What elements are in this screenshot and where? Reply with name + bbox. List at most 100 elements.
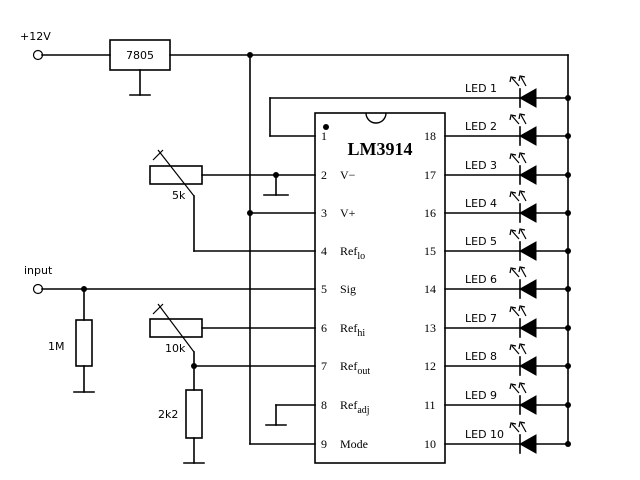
led-label: LED 4 <box>465 197 497 210</box>
input-label: input <box>24 264 53 277</box>
pin-number-16: 16 <box>424 206 436 220</box>
led-ray <box>520 422 527 433</box>
pin-number-13: 13 <box>424 321 436 335</box>
led-ray <box>520 191 527 202</box>
led-diode-symbol <box>518 203 537 223</box>
led-diode-symbol <box>518 241 537 261</box>
led-ray <box>520 229 527 240</box>
led-ray-arrow <box>509 153 517 160</box>
led-2: LED 2 <box>444 113 571 146</box>
led-label: LED 5 <box>465 235 497 248</box>
pot-5k-body <box>149 165 203 185</box>
led-7: LED 7 <box>444 305 571 338</box>
pin-number-9: 9 <box>321 437 327 451</box>
pot-10k-wiper-arrow <box>157 303 195 353</box>
pin-label-8: Refadj <box>340 398 370 416</box>
led-ray-arrow <box>518 190 526 197</box>
pin-number-18: 18 <box>424 129 436 143</box>
led-label: LED 6 <box>465 273 497 286</box>
pin-number-11: 11 <box>424 398 436 412</box>
led-8: LED 8 <box>444 343 571 376</box>
supply-terminal <box>32 49 44 61</box>
led-ray <box>520 114 527 125</box>
pin-number-1: 1 <box>321 129 327 143</box>
led-ray <box>520 383 527 394</box>
led-ray <box>520 267 527 278</box>
led-ray-arrow <box>509 191 517 198</box>
junction-dot <box>565 363 571 369</box>
led-ray <box>511 423 520 433</box>
led-diode-symbol <box>518 395 537 415</box>
pin-number-10: 10 <box>424 437 436 451</box>
led-label: LED 2 <box>465 120 497 133</box>
led-ray <box>520 306 527 317</box>
junction-dot <box>565 441 571 447</box>
junction-dot <box>565 286 571 292</box>
pin-number-5: 5 <box>321 282 327 296</box>
resistor-2k2 <box>185 389 203 439</box>
pin-label-3: V+ <box>340 206 356 220</box>
led-label: LED 10 <box>465 428 504 441</box>
led-ray-arrow <box>518 266 526 273</box>
led-ray-arrow <box>509 267 517 274</box>
led-label: LED 7 <box>465 312 497 325</box>
junction-dot <box>565 172 571 178</box>
pin-number-4: 4 <box>321 244 327 258</box>
pin-number-2: 2 <box>321 168 327 182</box>
led-ray-arrow <box>518 305 526 312</box>
pin-number-8: 8 <box>321 398 327 412</box>
led-ray-arrow <box>509 114 517 121</box>
led-diode-symbol <box>518 165 537 185</box>
led-5: LED 5 <box>444 228 571 261</box>
led-1: LED 1 <box>465 75 571 108</box>
led-ray <box>511 154 520 164</box>
pin-number-12: 12 <box>424 359 436 373</box>
pin-label-5: Sig <box>340 282 356 296</box>
pot-10k-label: 10k <box>165 342 186 355</box>
resistor-1m <box>75 319 93 367</box>
led-diode-symbol <box>518 88 537 108</box>
pin-label-7: Refout <box>340 359 370 377</box>
led-diode-symbol <box>518 434 537 454</box>
ic-body <box>314 112 446 464</box>
led-ray <box>520 153 527 164</box>
led-ray <box>511 384 520 394</box>
led-label: LED 8 <box>465 350 497 363</box>
pot-5k-label: 5k <box>172 189 186 202</box>
led-ray-arrow <box>509 422 517 429</box>
pin-number-15: 15 <box>424 244 436 258</box>
led-ray-arrow <box>518 421 526 428</box>
pin-number-7: 7 <box>321 359 327 373</box>
led-ray-arrow <box>509 229 517 236</box>
led-4: LED 4 <box>444 190 571 223</box>
pot-5k-wiper-arrow <box>157 149 195 197</box>
junction-dot <box>565 325 571 331</box>
led-label: LED 3 <box>465 159 497 172</box>
led-ray-arrow <box>518 228 526 235</box>
pin-label-6: Refhi <box>340 321 365 339</box>
led-10: LED 10 <box>444 421 571 454</box>
led-diode-symbol <box>518 279 537 299</box>
led-ray-arrow <box>518 152 526 159</box>
led-ray-arrow <box>518 343 526 350</box>
led-ray-arrow <box>509 76 517 83</box>
junction-dot <box>565 133 571 139</box>
led-ray <box>511 77 520 87</box>
pin-number-14: 14 <box>424 282 436 296</box>
supply-label: +12V <box>20 30 51 43</box>
pin-label-2: V− <box>340 168 356 182</box>
led-ray-arrow <box>518 382 526 389</box>
junction-dot <box>565 210 571 216</box>
led-9: LED 9 <box>444 382 571 415</box>
resistor-2k2-label: 2k2 <box>158 408 178 421</box>
pin-number-6: 6 <box>321 321 327 335</box>
led-ray <box>511 192 520 202</box>
led-ray <box>511 307 520 317</box>
junction-dot <box>565 248 571 254</box>
led-6: LED 6 <box>444 266 571 299</box>
pot-5k-arrow-tip <box>152 149 164 161</box>
pot-10k-arrow-tip <box>152 303 164 315</box>
led-diode-symbol <box>518 318 537 338</box>
led-label: LED 1 <box>465 82 497 95</box>
